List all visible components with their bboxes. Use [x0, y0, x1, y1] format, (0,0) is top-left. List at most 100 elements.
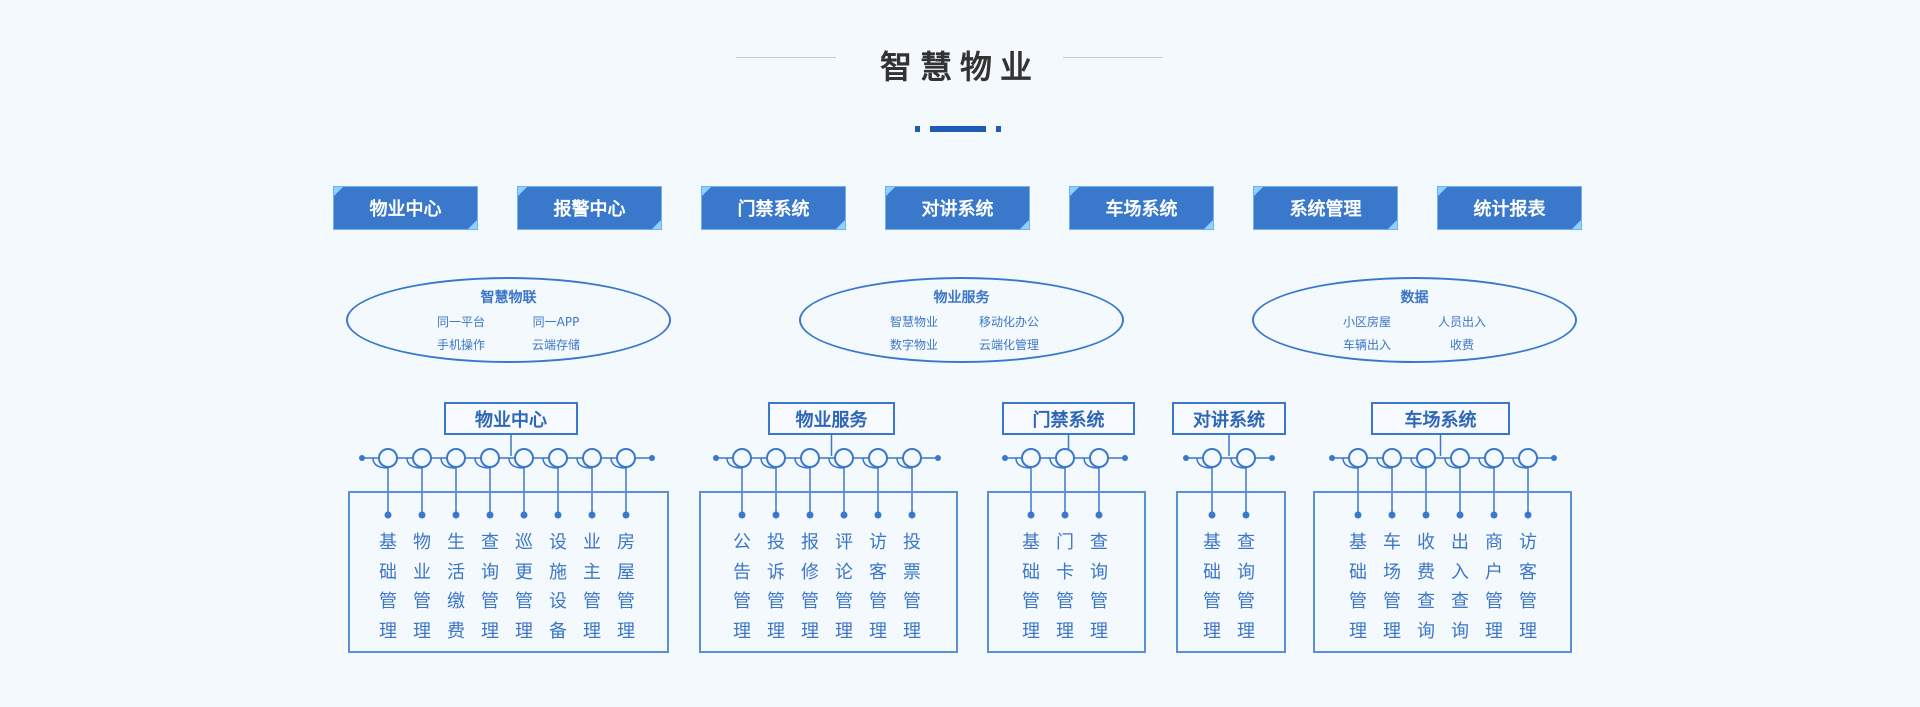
- node-arc: [372, 457, 389, 469]
- page-title: 智慧物业: [879, 48, 1040, 86]
- node-dot: [1388, 511, 1396, 519]
- node-circle: [1021, 448, 1041, 468]
- node-arc: [1512, 457, 1529, 469]
- top-button-label: 报警中心: [553, 199, 626, 220]
- node-circle: [868, 448, 888, 468]
- node-dot: [874, 511, 882, 519]
- column-label: 物业管理: [413, 532, 431, 642]
- node-dot: [588, 511, 596, 519]
- node-dot: [520, 511, 528, 519]
- group-box-3: [987, 491, 1146, 653]
- node-circle: [1484, 448, 1504, 468]
- node-arc: [576, 457, 593, 469]
- ellipse-item: 手机操作: [436, 338, 485, 352]
- top-button-label: 物业中心: [369, 199, 442, 220]
- column-label: 门卡管理: [1056, 532, 1074, 642]
- column-label: 出入查询: [1451, 532, 1469, 642]
- ellipse-1: 智慧物联同一平台 同一APP 手机操作 云端存储: [346, 277, 671, 363]
- ellipse-item: 同一平台: [436, 315, 485, 329]
- group-header-3: 门禁系统: [1002, 402, 1135, 435]
- column-label: 查询管理: [1237, 532, 1255, 642]
- title-dash: [996, 126, 1001, 132]
- top-button-1[interactable]: 物业中心: [333, 186, 478, 230]
- ellipse-item: 小区房屋: [1342, 315, 1391, 329]
- node-arc: [1342, 457, 1359, 469]
- top-button-label: 对讲系统: [921, 199, 994, 220]
- node-circle: [1236, 448, 1256, 468]
- node-arc: [828, 457, 845, 469]
- node-arc: [474, 457, 491, 469]
- ellipse-item: 云端化管理: [978, 338, 1039, 352]
- ellipse-3: 数据小区房屋人员出入车辆出入收费: [1252, 277, 1577, 363]
- node-circle: [1055, 448, 1075, 468]
- group-box-1: [348, 491, 669, 653]
- top-button-5[interactable]: 车场系统: [1069, 186, 1214, 230]
- node-arc: [794, 457, 811, 469]
- node-dot: [1422, 511, 1430, 519]
- node-dot: [1490, 511, 1498, 519]
- node-circle: [378, 448, 398, 468]
- column-label: 查询管理: [481, 532, 499, 642]
- node-dot: [1061, 511, 1069, 519]
- column-label: 报修管理: [801, 532, 819, 642]
- node-circle: [1450, 448, 1470, 468]
- top-button-7[interactable]: 统计报表: [1437, 186, 1582, 230]
- node-circle: [446, 448, 466, 468]
- column-label: 商户管理: [1485, 532, 1503, 642]
- node-arc: [440, 457, 457, 469]
- ellipse-item: 云端存储: [531, 338, 580, 352]
- node-dot: [486, 511, 494, 519]
- ellipse-title: 物业服务: [933, 290, 990, 306]
- ellipse-title: 数据: [1400, 290, 1429, 306]
- top-button-4[interactable]: 对讲系统: [885, 186, 1030, 230]
- node-arc: [1410, 457, 1427, 469]
- node-circle: [616, 448, 636, 468]
- node-arc: [406, 457, 423, 469]
- ellipse-item: 同一APP: [532, 315, 580, 329]
- node-circle: [834, 448, 854, 468]
- node-circle: [1202, 448, 1222, 468]
- node-arc: [1196, 457, 1213, 469]
- top-button-2[interactable]: 报警中心: [517, 186, 662, 230]
- column-label: 收费查询: [1417, 532, 1435, 642]
- ellipse-title: 智慧物联: [480, 290, 537, 306]
- node-circle: [766, 448, 786, 468]
- column-label: 基础管理: [379, 532, 397, 642]
- top-button-label: 车场系统: [1105, 199, 1178, 220]
- node-circle: [412, 448, 432, 468]
- title-dash: [915, 126, 920, 132]
- top-button-3[interactable]: 门禁系统: [701, 186, 846, 230]
- column-label: 评论管理: [835, 532, 853, 642]
- node-arc: [862, 457, 879, 469]
- top-button-6[interactable]: 系统管理: [1253, 186, 1398, 230]
- node-dot: [554, 511, 562, 519]
- node-circle: [1518, 448, 1538, 468]
- node-dot: [738, 511, 746, 519]
- node-arc: [1376, 457, 1393, 469]
- column-label: 访客管理: [1519, 532, 1537, 642]
- title-dash: [930, 126, 986, 132]
- node-arc: [1083, 457, 1100, 469]
- node-circle: [902, 448, 922, 468]
- ellipse-item: 智慧物业: [889, 315, 938, 329]
- top-button-label: 统计报表: [1473, 199, 1546, 220]
- node-dot: [452, 511, 460, 519]
- node-circle: [514, 448, 534, 468]
- group-header-2: 物业服务: [768, 402, 895, 435]
- title-line-left: [736, 57, 836, 58]
- node-dot: [1524, 511, 1532, 519]
- node-arc: [1230, 457, 1247, 469]
- ellipse-item: 数字物业: [889, 338, 938, 352]
- column-label: 基础管理: [1349, 532, 1367, 642]
- node-arc: [508, 457, 525, 469]
- node-arc: [1015, 457, 1032, 469]
- ellipse-item: 收费: [1449, 338, 1474, 352]
- node-dot: [1095, 511, 1103, 519]
- ellipse-items: 小区房屋人员出入车辆出入收费: [1254, 313, 1575, 353]
- top-button-label: 门禁系统: [737, 199, 810, 220]
- node-dot: [1456, 511, 1464, 519]
- ellipse-items: 同一平台 同一APP 手机操作 云端存储: [348, 313, 669, 353]
- column-label: 访客管理: [869, 532, 887, 642]
